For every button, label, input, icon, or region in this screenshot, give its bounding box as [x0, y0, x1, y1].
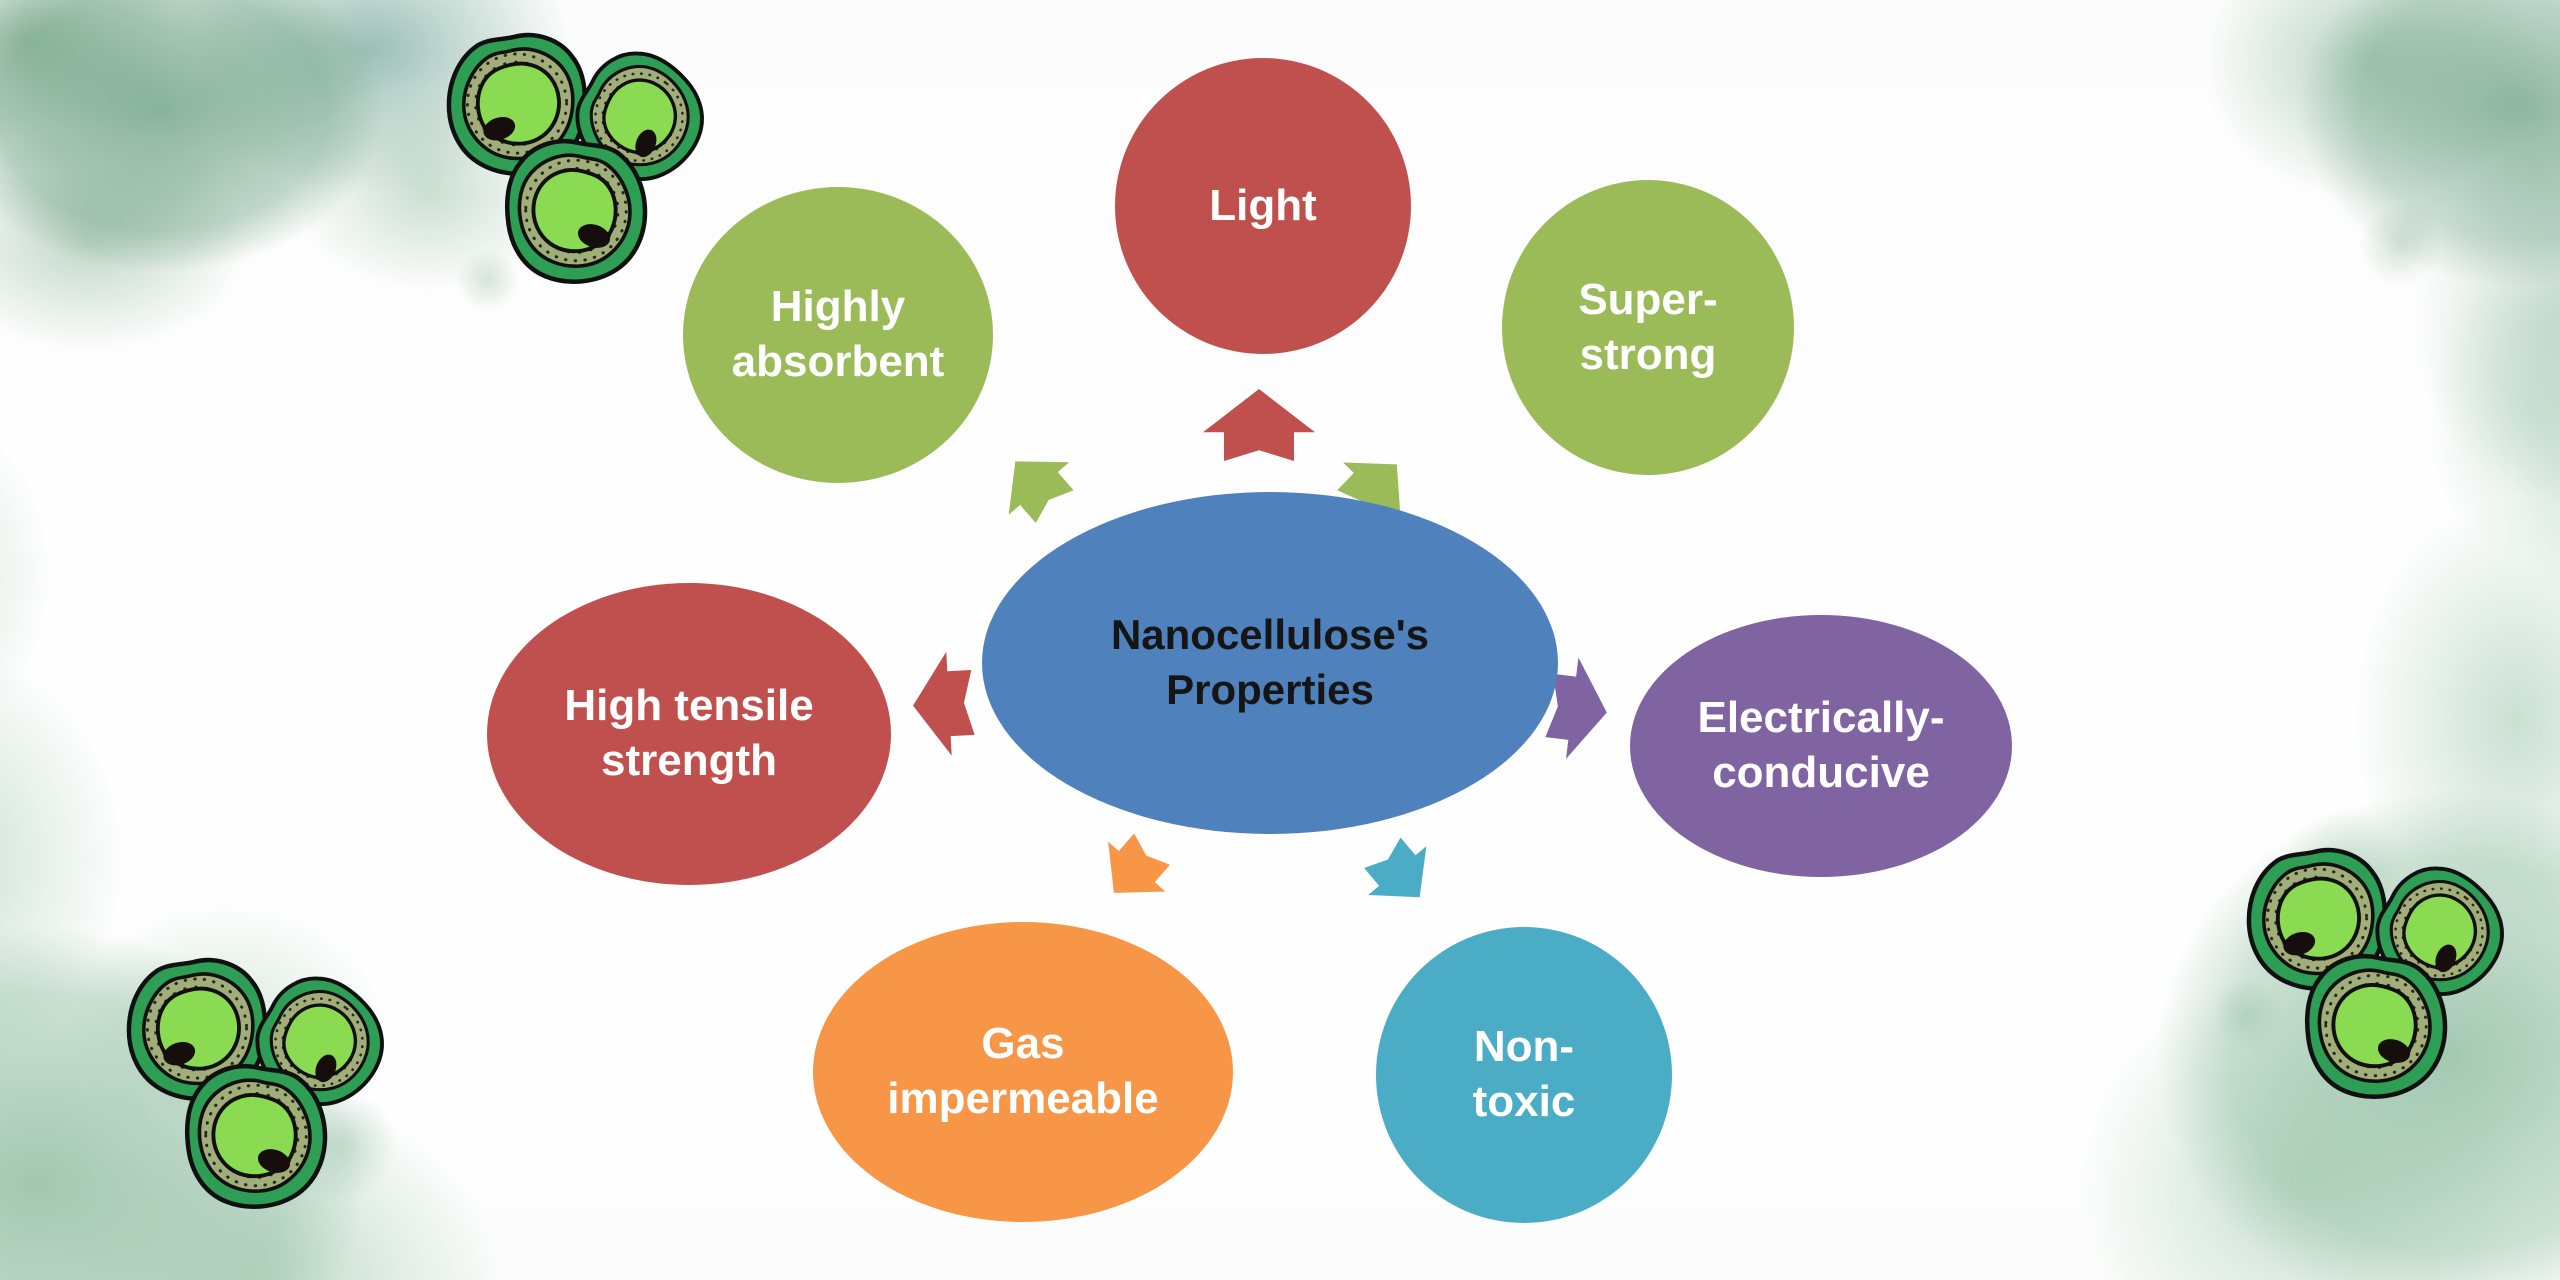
watercolor-splash-top-right — [2120, 0, 2560, 640]
arrow-to-high-tensile-strength — [913, 651, 975, 756]
center-topic: Nanocellulose's Properties — [982, 492, 1558, 834]
node-high-tensile-strength: High tensile strength — [487, 583, 891, 885]
arrow-to-highly-absorbent — [1008, 461, 1074, 524]
watercolor-splash-bottom-right — [2020, 260, 2560, 1280]
arrow-to-electrically-conducive — [1545, 657, 1607, 759]
node-gas-impermeable: Gas impermeable — [813, 922, 1233, 1222]
arrow-to-non-toxic — [1364, 837, 1427, 898]
arrow-to-gas-impermeable — [1108, 833, 1170, 893]
node-electrically-conducive: Electrically- conducive — [1630, 615, 2012, 877]
node-light: Light — [1115, 58, 1411, 354]
plant-cells-illustration-bottom-left — [115, 950, 390, 1215]
node-highly-absorbent: Highly absorbent — [683, 187, 993, 483]
node-non-toxic: Non- toxic — [1376, 927, 1672, 1223]
node-super-strong: Super- strong — [1502, 180, 1794, 475]
arrow-to-light — [1203, 389, 1315, 461]
plant-cells-illustration-bottom-right — [2235, 840, 2510, 1105]
plant-cells-illustration-top-left — [435, 25, 710, 290]
